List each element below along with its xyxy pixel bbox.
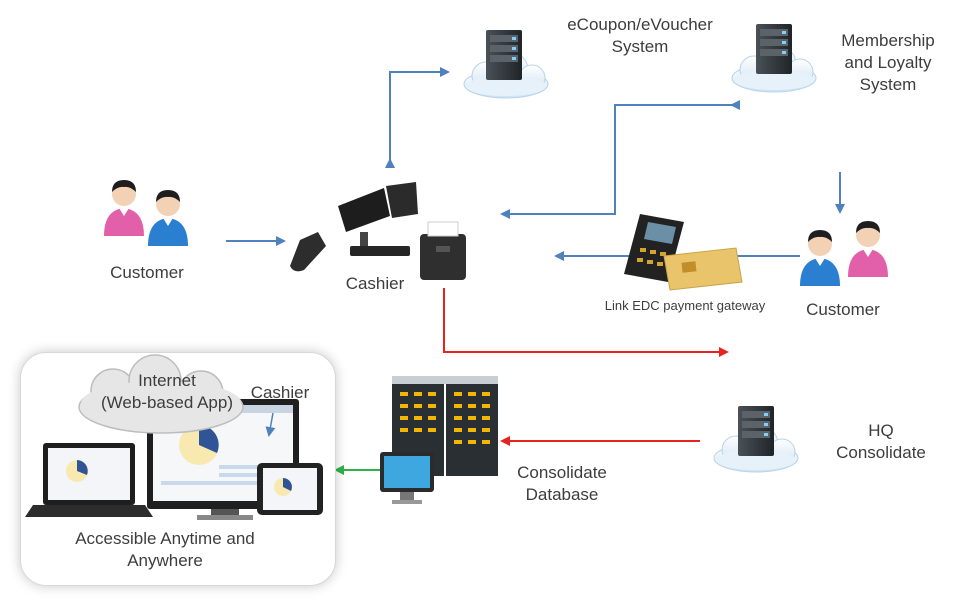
internet-label: Internet (Web-based App)	[101, 371, 233, 412]
edc-label: Link EDC payment gateway	[604, 298, 766, 313]
web-access-panel	[20, 352, 336, 586]
cloud-icon	[78, 354, 244, 434]
pos-terminal-icon	[338, 182, 418, 256]
ecoupon-label: eCoupon/eVoucher System	[567, 15, 713, 56]
membership-cashier-arrow	[500, 100, 740, 219]
database-label: Consolidate Database	[517, 463, 607, 504]
connector-lines	[226, 67, 845, 475]
credit-card-icon	[663, 247, 743, 291]
server-icon	[756, 24, 792, 74]
laptop-icon	[25, 443, 153, 517]
server-icon	[486, 30, 522, 80]
accessible-label: Accessible Anytime and Anywhere	[75, 529, 255, 570]
cashier-label: Cashier	[345, 274, 405, 293]
barcode-scanner-icon	[290, 232, 326, 272]
receipt-printer-icon	[420, 221, 466, 280]
customer-right-label: Customer	[806, 300, 880, 319]
ecoupon-cashier-arrow	[385, 67, 450, 168]
person-icon	[800, 230, 840, 286]
person-icon	[848, 221, 888, 277]
person-icon	[104, 180, 144, 236]
hq-label: HQ Consolidate	[836, 421, 926, 462]
cashier-web-label: Cashier	[250, 383, 310, 402]
cashier-hq-arrow	[443, 288, 729, 357]
web-panel-graphics	[25, 354, 323, 520]
person-icon	[148, 190, 188, 246]
tablet-icon	[257, 463, 323, 515]
server-icon	[738, 406, 774, 456]
monitor-icon	[380, 452, 434, 504]
membership-label: Membership and Loyalty System	[841, 31, 935, 94]
customer-left-label: Customer	[110, 263, 184, 282]
